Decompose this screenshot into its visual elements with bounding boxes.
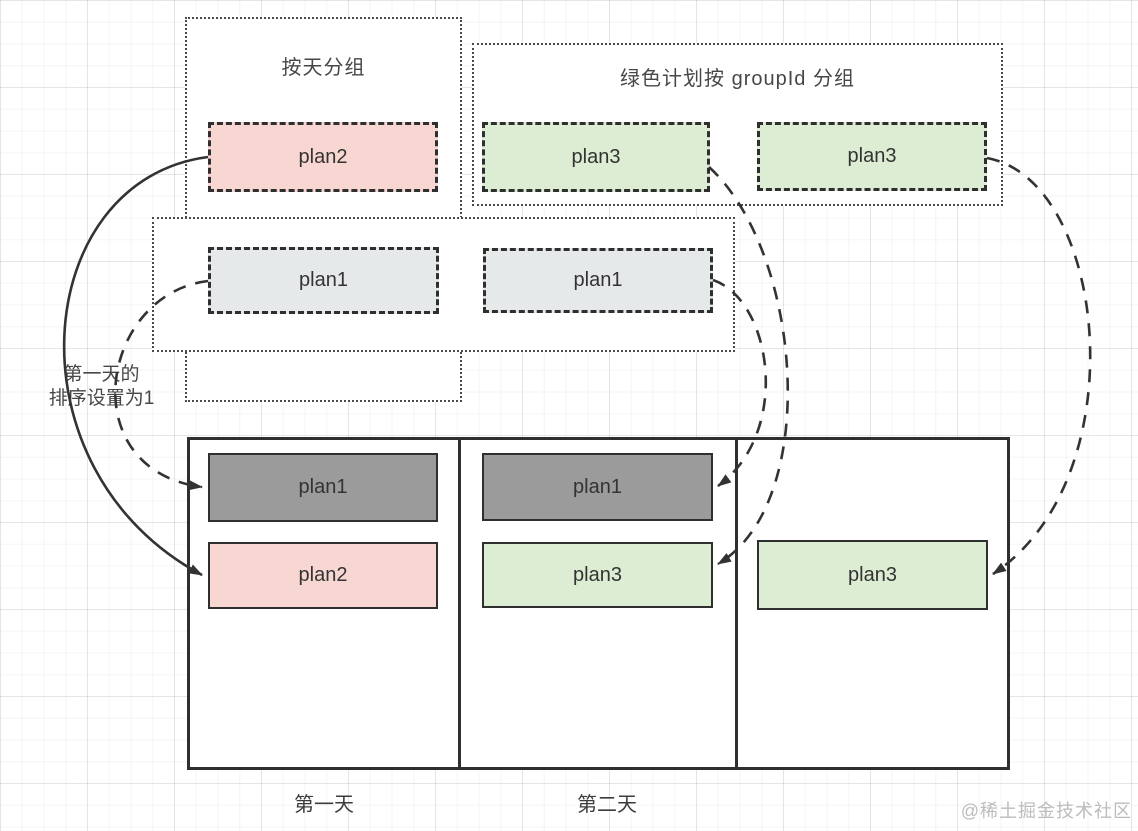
sort-note-line2: 排序设置为1 <box>48 388 155 409</box>
day1-plan2-box: plan2 <box>208 542 438 609</box>
day-group-label: 按天分组 <box>281 57 366 79</box>
source-plan3-right-box: plan3 <box>757 122 987 191</box>
source-plan1-right-box: plan1 <box>483 248 713 313</box>
watermark: @稀土掘金技术社区 <box>960 801 1132 821</box>
day2-plan1-box: plan1 <box>482 453 713 521</box>
green-group-label: 绿色计划按 groupId 分组 <box>620 68 855 90</box>
day2-plan3-box: plan3 <box>482 542 713 608</box>
source-plan1-left-box: plan1 <box>208 247 439 314</box>
day1-label: 第一天 <box>294 794 354 816</box>
day3-plan3-box: plan3 <box>757 540 988 610</box>
source-plan3-left-box: plan3 <box>482 122 710 192</box>
day2-day3-divider <box>735 437 738 770</box>
sort-note-line1: 第一天的 <box>63 364 140 385</box>
day1-plan1-box: plan1 <box>208 453 438 522</box>
day1-day2-divider <box>458 437 461 770</box>
day2-label: 第二天 <box>577 794 637 816</box>
sort-note: 第一天的 排序设置为1 <box>14 363 189 411</box>
source-plan2-box: plan2 <box>208 122 438 192</box>
